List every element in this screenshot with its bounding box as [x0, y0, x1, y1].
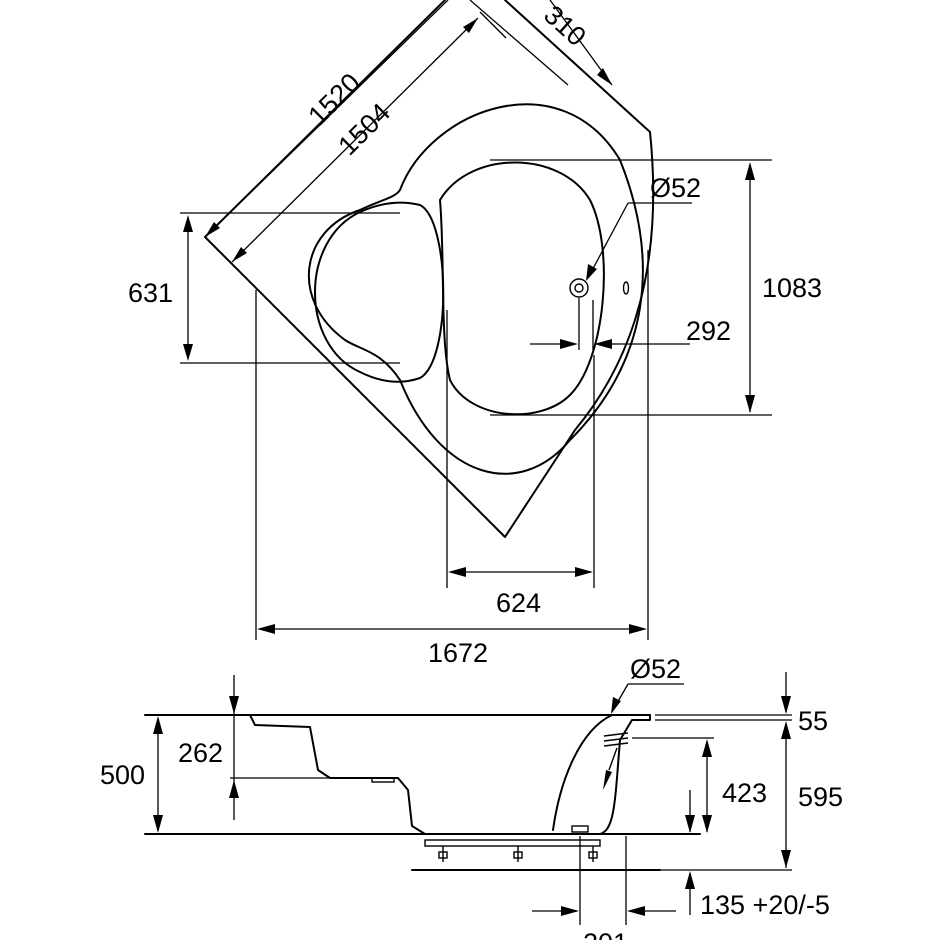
drain-inner	[574, 283, 584, 293]
dim-262-label: 262	[178, 738, 223, 768]
dim-55-label: 55	[798, 706, 828, 736]
tub-inner-curve	[552, 714, 613, 831]
drain-outer	[569, 278, 589, 298]
dim-bottom-label: 201	[583, 928, 628, 940]
dim-500-label: 500	[100, 760, 145, 790]
tub-body-profile	[249, 714, 651, 835]
side-view: Ø52 500 262 55 595 423 13	[100, 654, 843, 940]
dim-1672-label: 1672	[428, 638, 488, 668]
dim-624-label: 624	[496, 588, 541, 618]
dim-595-label: 595	[798, 782, 843, 812]
bathtub-outer-rim	[204, 0, 655, 538]
dim-631-label: 631	[128, 278, 173, 308]
headrest-outline	[314, 201, 445, 383]
top-view: 310 1520 1504 631 1083 Ø52	[128, 0, 822, 668]
drain-diameter-label: Ø52	[650, 173, 701, 203]
basin-outline	[439, 161, 605, 416]
dim-135-label: 135 +20/-5	[700, 890, 830, 920]
bathtub-inner-rim	[307, 103, 644, 475]
overflow-hole	[622, 281, 630, 295]
dim-423-label: 423	[722, 778, 767, 808]
dim-292-label: 292	[686, 316, 731, 346]
support-frame	[424, 839, 601, 847]
dim-310-label: 310	[538, 0, 592, 52]
dim-1083-label: 1083	[762, 273, 822, 303]
side-drain-diameter-label: Ø52	[630, 654, 681, 684]
